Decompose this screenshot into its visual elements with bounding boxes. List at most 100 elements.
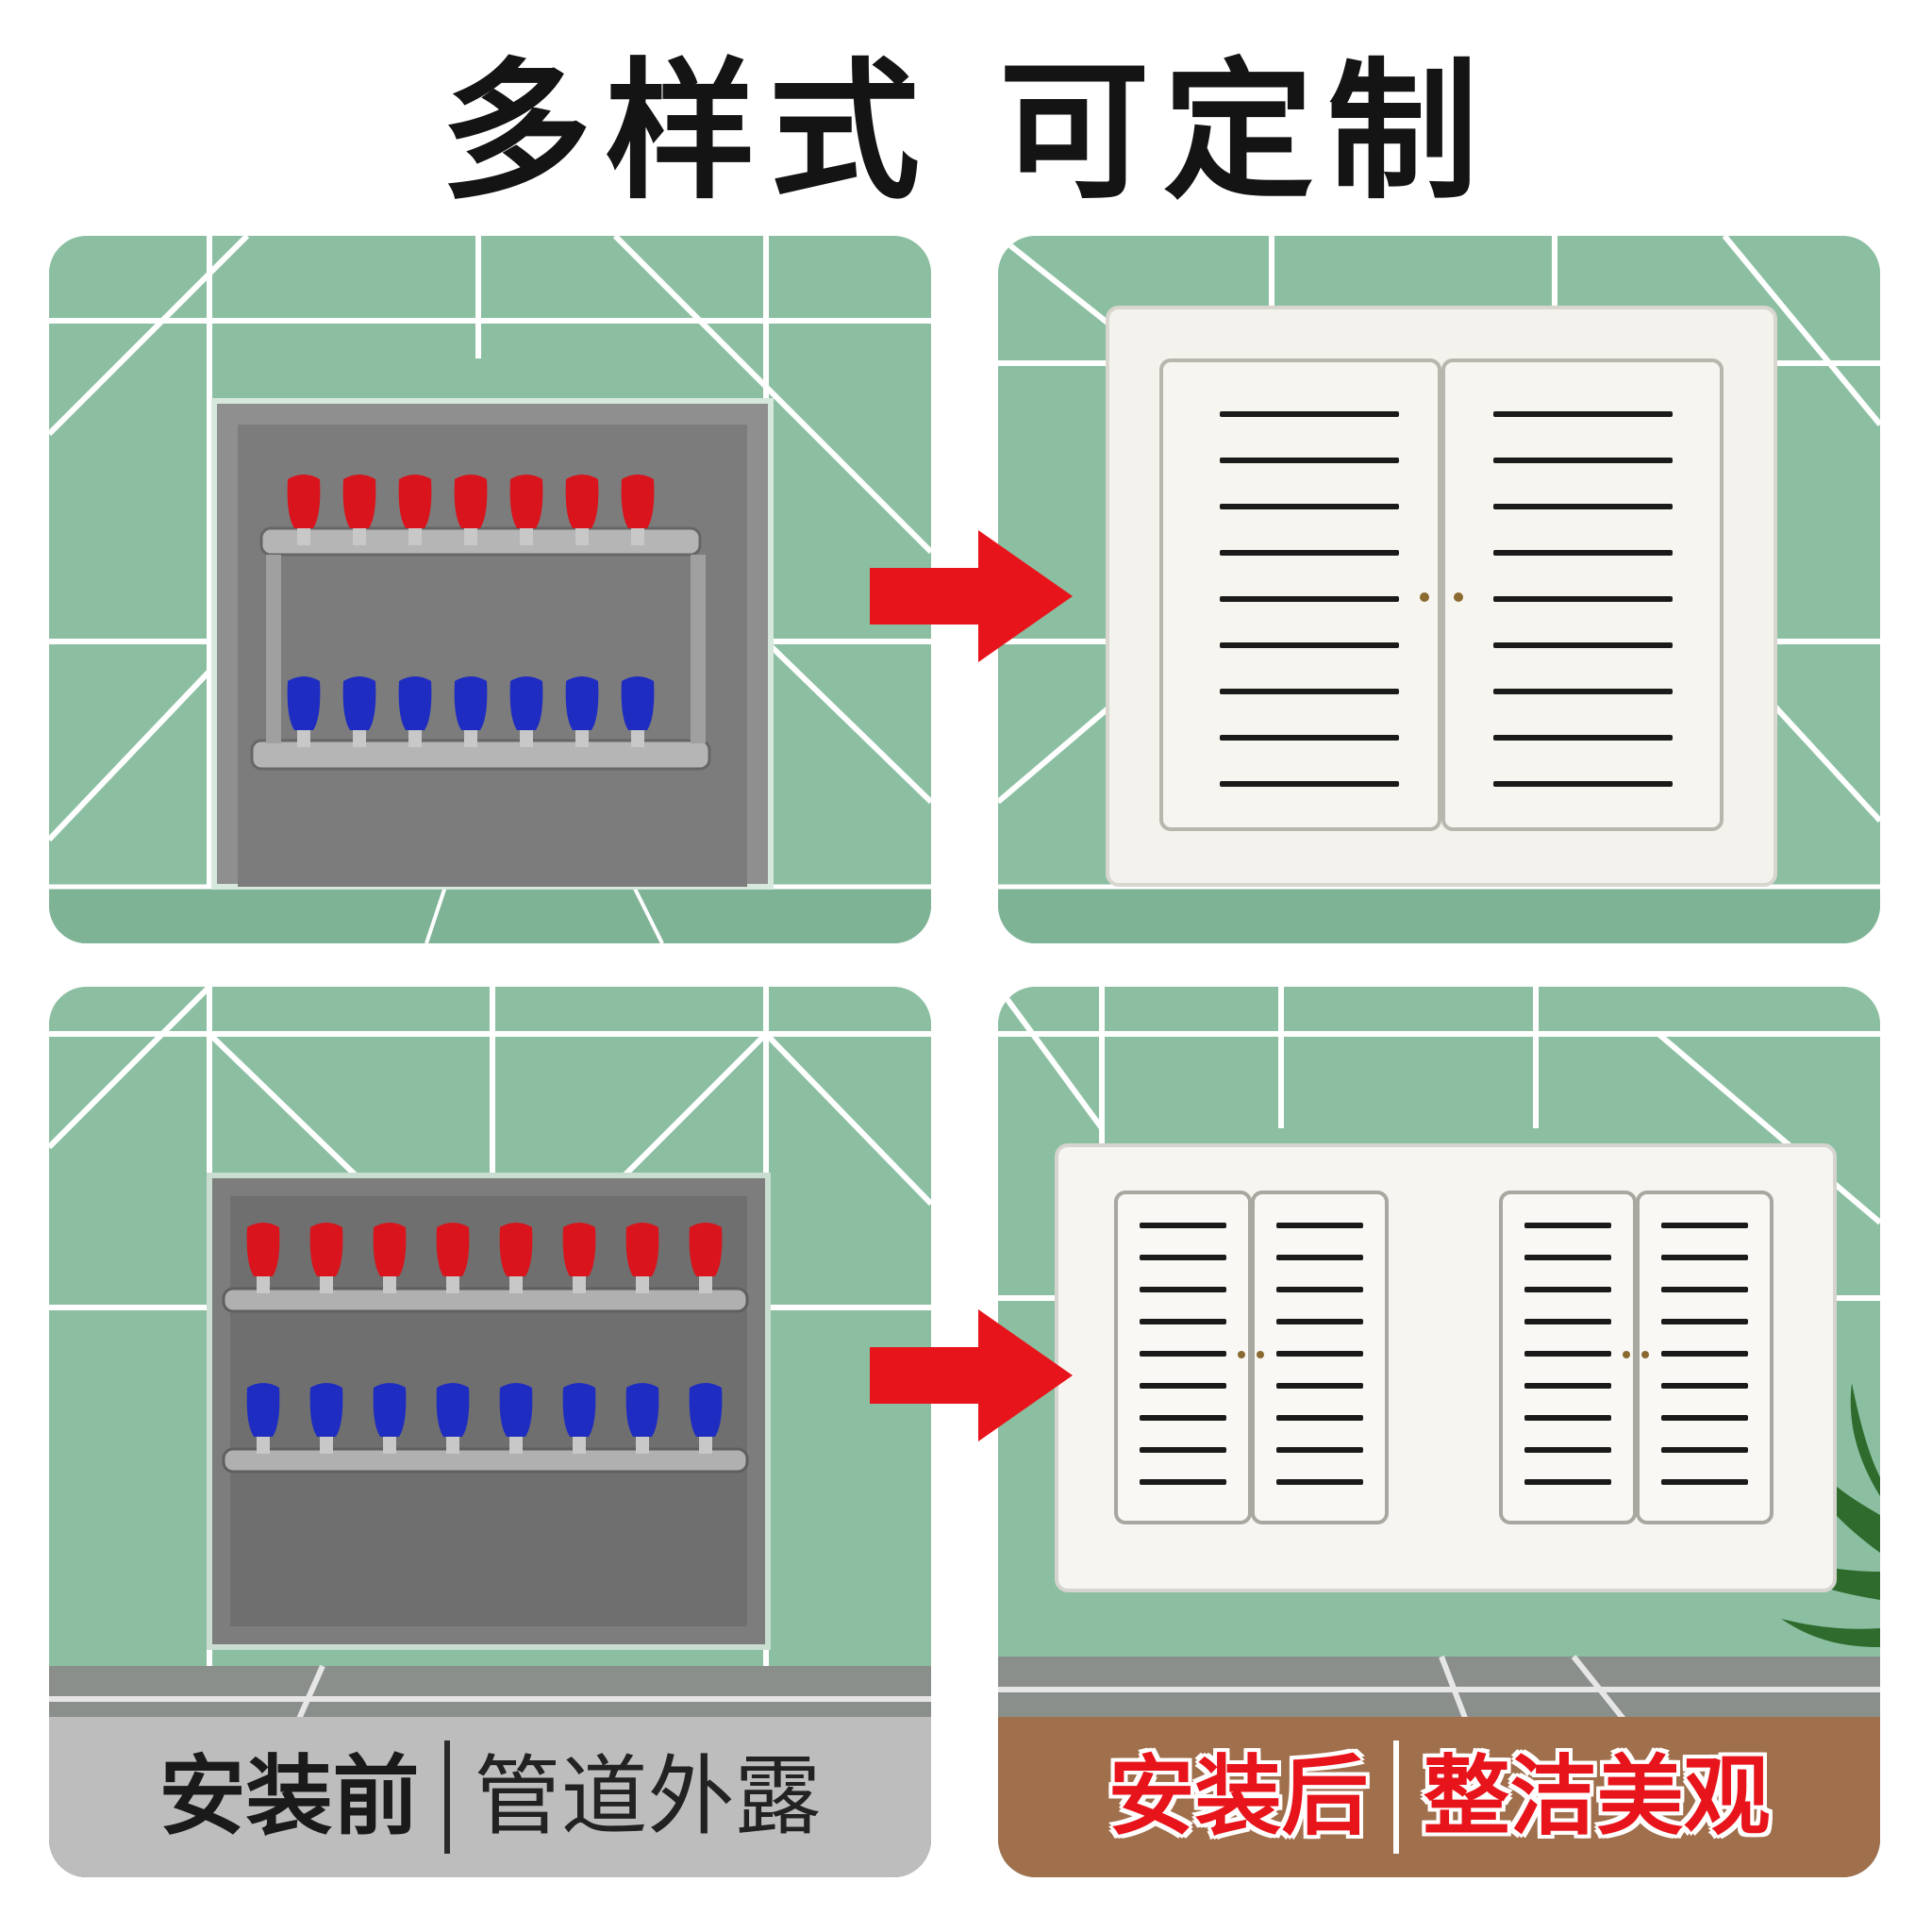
louver-slot xyxy=(1140,1287,1226,1292)
caption-before: 安装前 管道外露 xyxy=(49,1717,931,1877)
louver-slot xyxy=(1524,1223,1611,1228)
louver-slot xyxy=(1524,1319,1611,1324)
arrow-right-icon xyxy=(870,1309,1073,1441)
louver-slot xyxy=(1276,1255,1363,1260)
caption-after: 安装后 整洁美观 xyxy=(998,1717,1880,1877)
louver-slot xyxy=(1661,1319,1748,1324)
louver-slot xyxy=(1524,1383,1611,1389)
valve-icon xyxy=(689,1383,723,1437)
louver-slot xyxy=(1140,1479,1226,1485)
access-cover-icon xyxy=(1106,306,1777,887)
valve-icon xyxy=(342,676,376,730)
valve-icon xyxy=(373,1383,407,1437)
louver-slot xyxy=(1276,1479,1363,1485)
valve-icon xyxy=(562,1383,596,1437)
louver-slot xyxy=(1220,458,1399,463)
valve-icon xyxy=(454,676,488,730)
access-cover-icon xyxy=(1055,1143,1837,1592)
valve-icon xyxy=(499,1223,533,1276)
valve-icon xyxy=(287,676,321,730)
caption-after-label: 安装后 xyxy=(1108,1746,1369,1847)
manifold-icon xyxy=(222,1287,749,1474)
valve-icon xyxy=(373,1223,407,1276)
louver-slot xyxy=(1276,1415,1363,1421)
louver-slot xyxy=(1493,689,1673,694)
louver-slot xyxy=(1524,1351,1611,1357)
louver-slot xyxy=(1661,1287,1748,1292)
caption-divider xyxy=(1392,1740,1399,1854)
louver-slot xyxy=(1140,1447,1226,1453)
louver-slot xyxy=(1524,1415,1611,1421)
valve-icon xyxy=(246,1383,280,1437)
louver-slot xyxy=(1140,1415,1226,1421)
valve-icon xyxy=(509,676,543,730)
louver-slot xyxy=(1276,1319,1363,1324)
louver-slot xyxy=(1661,1351,1748,1357)
valve-icon xyxy=(287,475,321,528)
louver-slot xyxy=(1220,550,1399,556)
louver-slot xyxy=(1220,596,1399,602)
valve-icon xyxy=(436,1383,470,1437)
valve-icon xyxy=(342,475,376,528)
louver-slot xyxy=(1276,1447,1363,1453)
tile-wall-scene xyxy=(49,236,931,943)
louver-slot xyxy=(1276,1351,1363,1357)
valve-icon xyxy=(246,1223,280,1276)
valve-icon xyxy=(436,1223,470,1276)
panel-after-top xyxy=(998,236,1880,943)
valve-icon xyxy=(509,475,543,528)
louver-slot xyxy=(1661,1255,1748,1260)
louver-slot xyxy=(1220,781,1399,787)
caption-divider xyxy=(443,1740,450,1854)
louver-slot xyxy=(1661,1415,1748,1421)
louver-slot xyxy=(1493,458,1673,463)
valve-icon xyxy=(625,1383,659,1437)
louver-slot xyxy=(1276,1383,1363,1389)
louver-slot xyxy=(1140,1319,1226,1324)
louver-slot xyxy=(1140,1351,1226,1357)
valve-icon xyxy=(454,475,488,528)
panel-before-bottom: 安装前 管道外露 xyxy=(49,987,931,1877)
valve-icon xyxy=(625,1223,659,1276)
manifold-icon xyxy=(250,526,711,771)
louver-slot xyxy=(1140,1223,1226,1228)
valve-icon xyxy=(565,676,599,730)
louver-slot xyxy=(1220,642,1399,648)
arrow-right-icon xyxy=(870,530,1073,662)
louver-slot xyxy=(1493,781,1673,787)
louver-slot xyxy=(1140,1383,1226,1389)
louver-slot xyxy=(1661,1383,1748,1389)
valve-icon xyxy=(499,1383,533,1437)
valve-icon xyxy=(398,676,432,730)
louver-slot xyxy=(1493,550,1673,556)
panel-after-bottom: 安装后 整洁美观 xyxy=(998,987,1880,1877)
louver-slot xyxy=(1661,1447,1748,1453)
headline: 多样式 可定制 xyxy=(441,43,1491,220)
louver-slot xyxy=(1493,411,1673,417)
louver-slot xyxy=(1220,735,1399,741)
tile-wall-scene xyxy=(998,236,1880,943)
louver-slot xyxy=(1493,642,1673,648)
caption-after-detail: 整洁美观 xyxy=(1423,1746,1771,1847)
louver-slot xyxy=(1140,1255,1226,1260)
louver-slot xyxy=(1661,1479,1748,1485)
valve-icon xyxy=(309,1383,343,1437)
louver-slot xyxy=(1220,689,1399,694)
louver-slot xyxy=(1661,1223,1748,1228)
valve-icon xyxy=(398,475,432,528)
caption-before-label: 安装前 xyxy=(158,1746,420,1847)
louver-slot xyxy=(1524,1447,1611,1453)
louver-slot xyxy=(1524,1255,1611,1260)
valve-icon xyxy=(689,1223,723,1276)
panel-before-top xyxy=(49,236,931,943)
caption-before-detail: 管道外露 xyxy=(474,1746,822,1847)
louver-slot xyxy=(1220,504,1399,509)
valve-icon xyxy=(621,475,655,528)
louver-slot xyxy=(1276,1223,1363,1228)
louver-slot xyxy=(1493,596,1673,602)
louver-slot xyxy=(1524,1287,1611,1292)
valve-icon xyxy=(565,475,599,528)
valve-icon xyxy=(562,1223,596,1276)
valve-icon xyxy=(309,1223,343,1276)
louver-slot xyxy=(1493,504,1673,509)
